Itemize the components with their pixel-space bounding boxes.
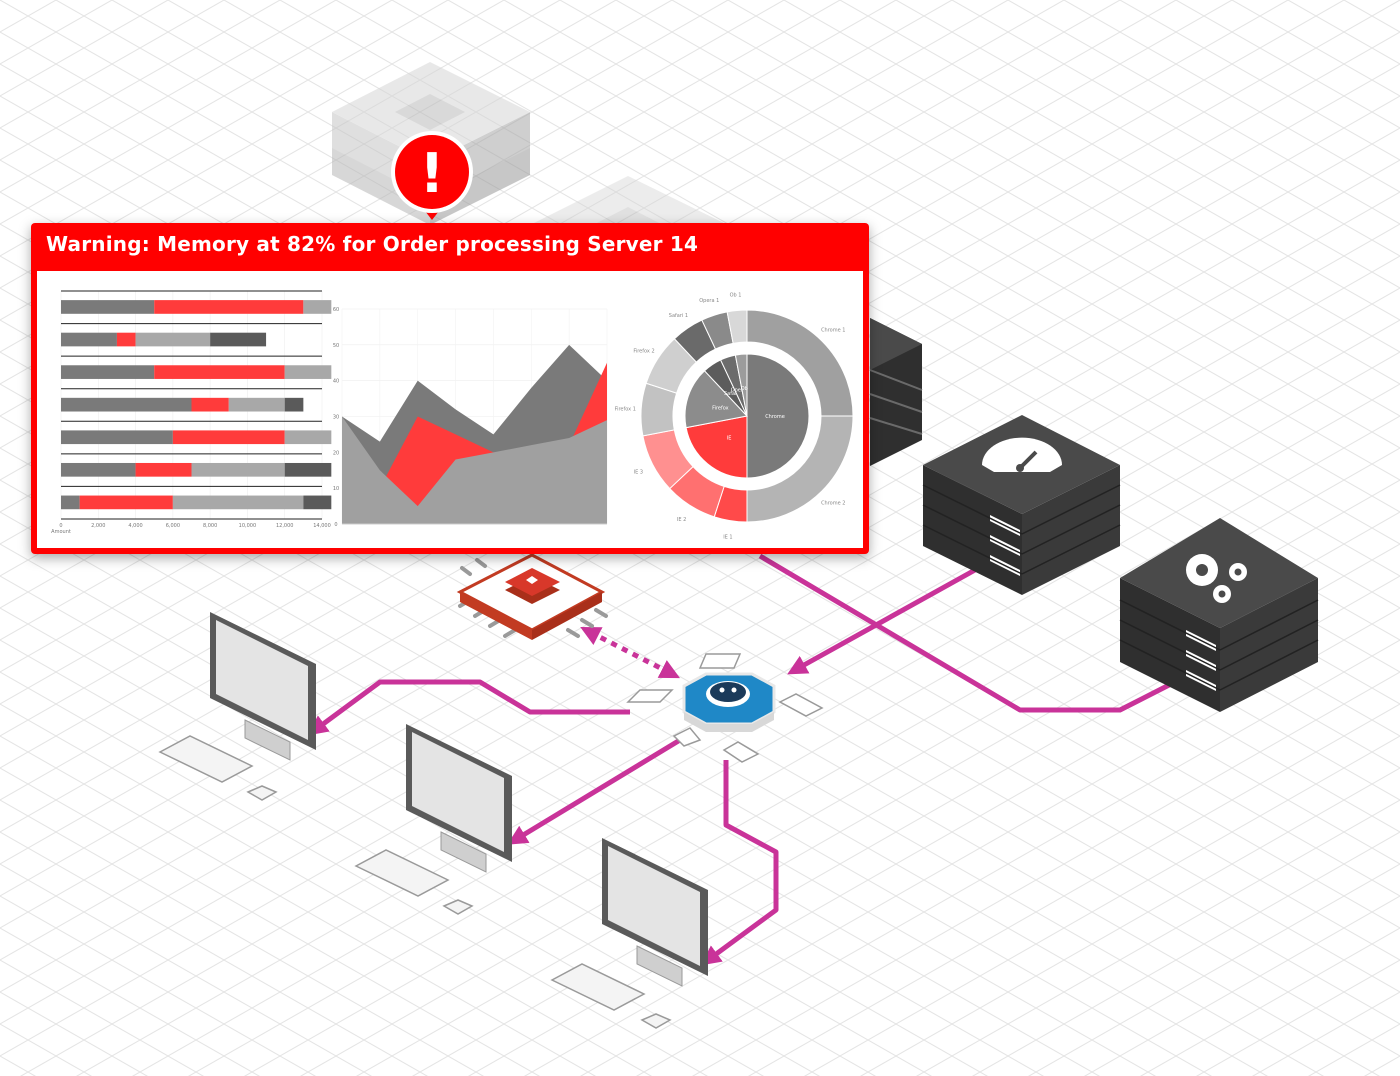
pie-label: Firefox — [712, 405, 729, 411]
bar-tick-label: 12,000 — [276, 523, 294, 529]
bar-segment — [172, 495, 304, 510]
bar-segment — [154, 365, 285, 379]
area-tick-label: 30 — [333, 415, 339, 421]
pie-slice — [684, 370, 748, 429]
link-server2-hub[interactable] — [787, 567, 977, 675]
pie-slice — [746, 353, 810, 479]
link-hub-pc2[interactable] — [507, 737, 682, 845]
bar-segment — [303, 495, 332, 510]
redis-chip-icon[interactable] — [456, 553, 608, 640]
bar-segment — [135, 462, 192, 477]
bar-tick-label: 8,000 — [203, 523, 217, 529]
pie-label: Firefox 2 — [633, 349, 654, 355]
alert-panel[interactable]: Warning: Memory at 82% for Order process… — [31, 223, 869, 554]
pie-label: Ob — [741, 386, 748, 392]
charts-canvas: 0 2,000 4,000 6,000 8,000 10,000 12,000 14,000A… — [51, 290, 854, 540]
bar-segment — [61, 430, 173, 445]
bar-segment — [61, 462, 136, 477]
pie-label: Opera 1 — [699, 298, 719, 304]
pie-label: IE — [727, 436, 732, 442]
gears-icon — [1186, 554, 1247, 603]
bar-segment — [135, 332, 211, 347]
speedometer-icon — [982, 437, 1062, 472]
server-speedometer[interactable] — [922, 415, 1121, 595]
bar-segment — [284, 365, 332, 379]
bar-segment — [61, 332, 117, 347]
kraken-logo — [706, 681, 750, 707]
pie-label: Chrome 1 — [821, 328, 845, 334]
bar-segment — [191, 397, 229, 412]
bar-segment — [303, 300, 332, 314]
bar-segment — [228, 397, 285, 412]
pie-label: Safari — [724, 391, 739, 397]
bar-segment — [172, 430, 285, 445]
pie-label: Chrome 2 — [821, 500, 845, 506]
bar-segment — [61, 495, 80, 510]
link-panel-server3[interactable] — [758, 553, 1177, 713]
bar-axis-label: Amount — [51, 529, 71, 535]
link-hub-pc3[interactable] — [700, 760, 779, 966]
bar-segment — [191, 462, 285, 477]
redis-logo — [505, 568, 560, 604]
connection-links — [307, 553, 1177, 966]
bar-segment — [61, 365, 155, 379]
area-tick-label: 50 — [333, 343, 339, 349]
bar-tick-label: 14,000 — [313, 523, 331, 529]
bar-segment — [116, 332, 136, 347]
pie-label: Safari 1 — [669, 313, 688, 319]
bar-segment — [61, 300, 155, 314]
pie-slice — [685, 415, 748, 479]
alert-title: Warning: Memory at 82% for Order process… — [46, 232, 699, 256]
area-tick-label: 0 — [334, 522, 337, 528]
workstation-icon[interactable] — [550, 838, 708, 1029]
bar-segment — [284, 397, 304, 412]
bar-tick-label: 10,000 — [239, 523, 257, 529]
area-tick-label: 40 — [333, 379, 339, 385]
link-chip-hub-dotted[interactable] — [580, 626, 681, 679]
bar-segment — [79, 495, 173, 510]
bar-segment — [210, 332, 267, 347]
pie-label: Firefox 1 — [615, 406, 636, 412]
bar-segment — [154, 300, 304, 314]
pie-slice — [734, 353, 748, 417]
bar-tick-label: 2,000 — [91, 523, 105, 529]
workstation-icon[interactable] — [158, 612, 316, 801]
kraken-hub-icon[interactable] — [626, 653, 824, 763]
warning-badge-symbol: ! — [420, 142, 445, 205]
bar-tick-label: 6,000 — [166, 523, 180, 529]
pie-label: Chrome — [765, 414, 785, 420]
pie-label: IE 2 — [677, 517, 686, 523]
pie-label: Opera — [731, 387, 746, 393]
server-rack[interactable] — [869, 318, 923, 466]
area-tick-label: 60 — [333, 307, 339, 313]
bar-segment — [61, 397, 192, 412]
bar-tick-label: 0 — [59, 523, 62, 529]
warning-badge[interactable]: ! — [391, 131, 473, 220]
pie-label: IE 3 — [634, 469, 643, 475]
area-tick-label: 10 — [333, 486, 339, 492]
link-hub-pc1[interactable] — [307, 679, 630, 736]
workstation-icon[interactable] — [354, 724, 512, 915]
bar-segment — [284, 430, 332, 445]
area-series — [342, 416, 607, 524]
area-tick-label: 20 — [333, 450, 339, 456]
bar-segment — [284, 462, 332, 477]
server-gears[interactable] — [1119, 518, 1319, 712]
pie-label: IE 1 — [723, 534, 732, 540]
pie-label: Ob 1 — [730, 293, 742, 299]
bar-tick-label: 4,000 — [128, 523, 142, 529]
